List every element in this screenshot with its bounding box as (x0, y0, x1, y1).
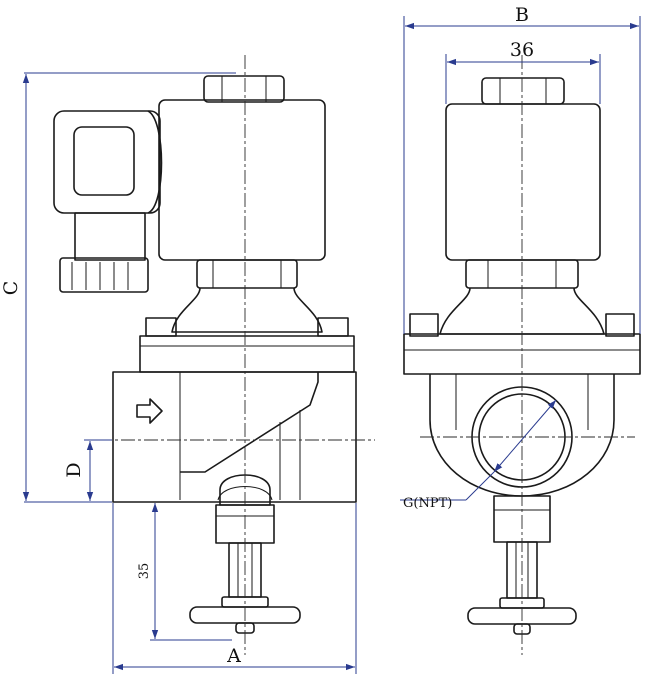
front-coil (158, 99, 326, 261)
dimension-b (403, 16, 641, 334)
flow-direction-arrow (136, 398, 163, 424)
dimension-b-label: B (515, 4, 529, 26)
front-connector-plug (53, 110, 163, 293)
front-bonnet (171, 259, 323, 333)
front-valve-body (112, 371, 357, 503)
dimension-a-label: A (226, 645, 241, 667)
front-left-lug (145, 317, 177, 337)
front-right-lug (317, 317, 349, 337)
dimension-36 (445, 54, 601, 104)
side-view (403, 55, 641, 655)
dimension-c-label: C (0, 281, 22, 296)
dimension-c (22, 72, 236, 503)
dimension-port-diameter (400, 399, 557, 501)
dimension-36-label: 36 (510, 39, 534, 61)
side-coil (445, 103, 601, 261)
dimension-a (112, 503, 357, 674)
side-right-lug (605, 313, 635, 337)
front-flange (139, 335, 355, 373)
front-top-nut (203, 75, 285, 103)
side-top-nut (481, 77, 565, 105)
dimension-port-label: G(NPT) (403, 496, 452, 511)
side-left-lug (409, 313, 439, 337)
dimension-35-label: 35 (137, 563, 152, 580)
dimension-d-label: D (63, 462, 85, 477)
front-view (53, 55, 375, 655)
dimension-d (84, 439, 112, 501)
dimension-35 (150, 503, 232, 641)
